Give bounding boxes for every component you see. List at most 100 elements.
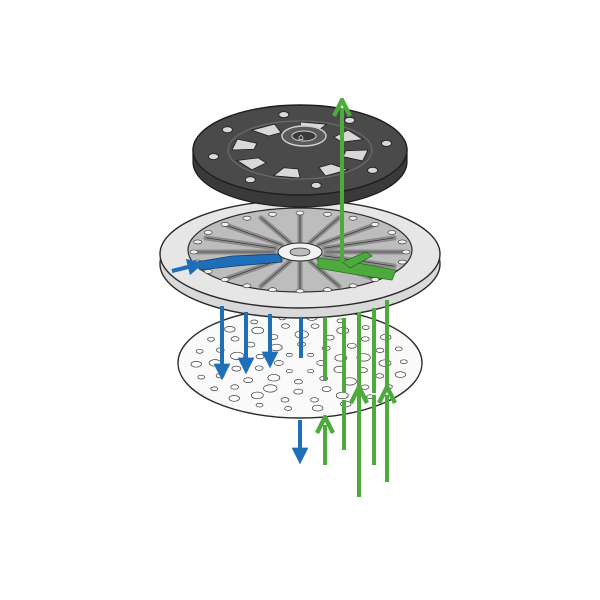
pad-hole (310, 181, 322, 189)
disc-hole (190, 361, 202, 368)
disc-hole (335, 391, 349, 400)
disc-hole (250, 391, 264, 400)
plate-rim-notch (203, 269, 213, 274)
pad-slot (272, 167, 301, 179)
disc-hole (312, 404, 324, 412)
disc-hole (243, 377, 254, 384)
plate-rim-notch (242, 215, 252, 221)
disc-hole (360, 336, 370, 342)
plate-rim-notch (189, 249, 199, 255)
disc-hole (321, 386, 332, 392)
disc-hole (310, 397, 319, 403)
interface-plate (159, 199, 441, 319)
disc-hole (254, 365, 264, 371)
disc-hole (251, 326, 265, 335)
pad-hole (221, 126, 233, 134)
disc-hole (255, 354, 265, 360)
plate-spoke-edge (309, 217, 340, 243)
disc-hole (346, 342, 357, 349)
pad-slot (235, 157, 268, 171)
disc-hole (197, 374, 206, 380)
disc-hole (263, 384, 278, 393)
pad-hole (208, 153, 219, 161)
disc-hole (228, 395, 240, 402)
disc-hole (361, 325, 370, 330)
disc-hole (399, 359, 408, 364)
plate-rim-notch (295, 210, 305, 216)
plate-rim-notch (398, 259, 407, 265)
disc-hole (255, 402, 264, 408)
plate-rim-notch (398, 239, 407, 245)
mid-arrows (171, 258, 389, 395)
plate-spoke-edge (260, 217, 291, 243)
disc-hole (208, 359, 222, 367)
pad-slot (342, 149, 369, 162)
disc-hole (294, 379, 303, 385)
disc-hole (230, 384, 240, 390)
plate-rim-notch (370, 222, 380, 227)
disc-hole (394, 346, 403, 352)
plate-rim-notch (387, 230, 397, 235)
disc-hole (224, 326, 236, 333)
pad-logo-icon: ⌂ (298, 133, 304, 143)
plate-spoke-edge (205, 237, 277, 249)
lower-arrows (291, 395, 387, 497)
pad-slot (231, 138, 258, 151)
plate-rim-notch (348, 283, 358, 289)
plate-spoke-edge (227, 225, 282, 246)
disc-hole (286, 352, 293, 357)
plate-rim-notch (348, 215, 358, 221)
plate-rim-notch (295, 288, 305, 294)
intake-arrow-side (171, 258, 205, 276)
disc-hole (267, 374, 281, 382)
pad-hole (244, 176, 256, 184)
pad-hole (278, 111, 290, 119)
disc-hole (281, 323, 290, 329)
disc-hole (215, 373, 225, 379)
disc-hole (307, 352, 314, 357)
pad-hole (344, 116, 356, 124)
plate-rim-notch (401, 249, 411, 255)
backing-pad: ⌂ (192, 104, 408, 208)
plate-spoke-edge (260, 261, 291, 287)
disc-hole (360, 384, 370, 390)
disc-hole (375, 373, 385, 379)
plate-rim-notch (268, 287, 277, 292)
plate-rim-notch (242, 283, 252, 289)
pad-slot (250, 123, 282, 137)
disc-hole (284, 406, 292, 411)
disc-hole (280, 397, 290, 403)
plate-rim-notch (203, 230, 213, 235)
plate-spoke-edge (309, 261, 340, 287)
disc-hole (310, 323, 320, 329)
plate-spoke-edge (323, 237, 395, 249)
pad-hole (381, 139, 392, 147)
disc-hole (207, 337, 215, 342)
disc-hole (307, 369, 314, 374)
disc-hole (394, 371, 407, 378)
plate-rim-notch (220, 222, 230, 227)
disc-hole (375, 347, 385, 353)
disc-hole (269, 343, 283, 352)
plate-rim-notch (323, 212, 332, 217)
disc-hole (195, 349, 204, 354)
disc-hole (286, 369, 293, 374)
plate-rim-notch (193, 239, 202, 245)
pad-holes (208, 111, 392, 189)
plate-rim-notch (323, 287, 332, 292)
disc-hole (378, 359, 392, 367)
disc-hole (293, 388, 304, 395)
disc-hole (273, 360, 284, 366)
disc-hole (230, 336, 240, 342)
plate-spoke-edge (318, 225, 373, 246)
disc-hole (230, 351, 245, 360)
plate-rim-notch (220, 277, 230, 282)
plate-rim-notch (268, 212, 277, 217)
disc-hole (231, 365, 242, 372)
disc-hole (250, 319, 259, 325)
disc-hole (210, 386, 219, 392)
pad-hole (367, 166, 379, 174)
sanding-pad-icon (192, 104, 408, 196)
